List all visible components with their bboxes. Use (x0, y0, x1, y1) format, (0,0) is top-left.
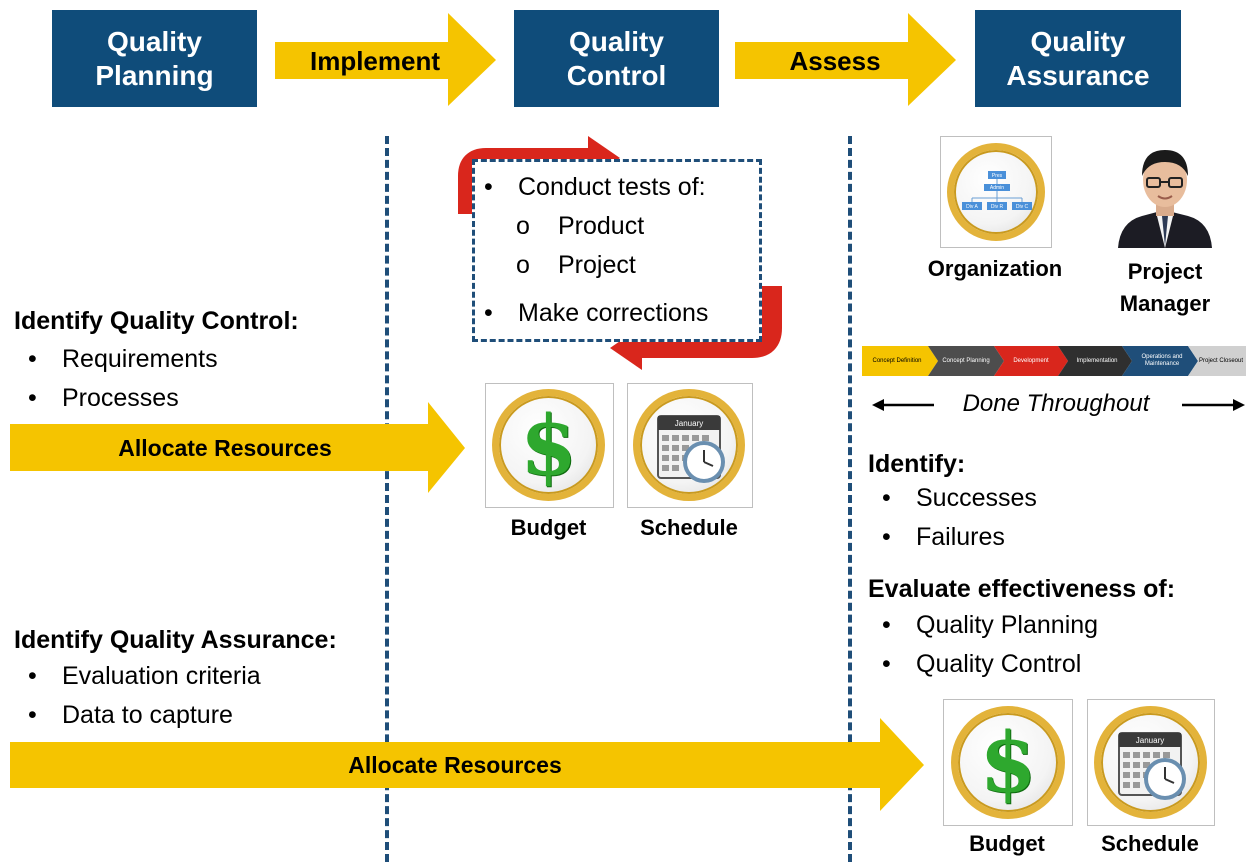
evaluate-heading: Evaluate effectiveness of: (868, 575, 1176, 603)
schedule-coin-icon: January (633, 389, 745, 501)
list-item: Processes (14, 379, 218, 418)
svg-text:Pres: Pres (992, 173, 1003, 179)
dollar-sign-icon: $ (519, 398, 578, 494)
list-item: Make corrections (470, 294, 708, 333)
phase-concept-planning: Concept Planning (942, 357, 990, 364)
identify-qa-list: Evaluation criteria Data to capture (14, 657, 261, 735)
quality-control-line2: Control (566, 59, 667, 91)
divider-control-assurance (848, 136, 852, 862)
phase-development: Development (1013, 357, 1049, 364)
quality-planning-line2: Planning (95, 59, 214, 91)
list-item: Project (510, 246, 644, 285)
identify-heading: Identify: (868, 450, 966, 478)
list-item: Successes (868, 479, 1037, 518)
quality-planning-line1: Quality (107, 25, 202, 57)
phase-project-closeout: Project Closeout (1198, 357, 1244, 364)
qc-corrections-list: Make corrections (470, 294, 708, 333)
calendar-clock-icon: January (657, 415, 725, 483)
calendar-month: January (675, 419, 703, 428)
organization-caption: Organization (927, 256, 1063, 281)
budget-card: $ (485, 383, 614, 508)
project-manager-photo (1112, 140, 1217, 248)
quality-control-line1: Quality (569, 25, 664, 57)
quality-planning-box: Quality Planning (52, 10, 257, 107)
assess-label: Assess (789, 46, 881, 76)
identify-qc-list: Requirements Processes (14, 340, 218, 418)
quality-control-box: Quality Control (514, 10, 719, 107)
budget-caption-assurance: Budget (969, 831, 1045, 856)
done-throughout-arrows (872, 399, 1245, 411)
allocate-resources-arrow-short (10, 402, 465, 493)
svg-text:Admin: Admin (990, 185, 1004, 191)
quality-assurance-line2: Assurance (1006, 59, 1150, 91)
organization-card: Pres Admin Div A Div R Div C (940, 136, 1052, 248)
allocate-resources-arrow-long (10, 718, 924, 811)
budget-card-assurance: $ (943, 699, 1073, 826)
quality-assurance-box: Quality Assurance (975, 10, 1181, 107)
org-chart-icon: Pres Admin Div A Div R Div C (962, 171, 1032, 210)
schedule-card-assurance: January (1087, 699, 1215, 826)
list-item: Evaluation criteria (14, 657, 261, 696)
allocate-resources-label-1: Allocate Resources (118, 435, 332, 461)
qc-test-sublist: Product Project (510, 207, 644, 285)
phase-operations-maintenance: Operations and Maintenance (1141, 354, 1183, 367)
schedule-caption-assurance: Schedule (1101, 831, 1199, 856)
calendar-clock-icon: January (1118, 732, 1186, 800)
evaluate-list: Quality Planning Quality Control (868, 606, 1098, 684)
list-item: Data to capture (14, 696, 261, 735)
svg-text:Div R: Div R (991, 204, 1004, 210)
budget-caption: Budget (510, 515, 587, 540)
divider-planning-control (385, 136, 389, 862)
budget-coin-icon: $ (951, 706, 1065, 819)
qc-tests-list: Conduct tests of: (470, 168, 706, 207)
calendar-month: January (1136, 736, 1164, 745)
identify-qc-heading: Identify Quality Control: (14, 307, 299, 335)
schedule-coin-icon: January (1094, 706, 1207, 819)
schedule-caption: Schedule (640, 515, 738, 540)
phase-concept-definition: Concept Definition (872, 357, 922, 364)
list-item: Quality Planning (868, 606, 1098, 645)
organization-coin-icon: Pres Admin Div A Div R Div C (947, 143, 1045, 241)
list-item: Quality Control (868, 645, 1098, 684)
identify-list: Successes Failures (868, 479, 1037, 557)
phase-implementation: Implementation (1076, 357, 1118, 364)
allocate-resources-label-2: Allocate Resources (348, 752, 562, 778)
project-manager-line1: Project (1127, 259, 1203, 284)
budget-coin-icon: $ (492, 389, 605, 501)
project-manager-line2: Manager (1119, 291, 1211, 316)
identify-qa-heading: Identify Quality Assurance: (14, 626, 337, 654)
project-lifecycle-bar (862, 346, 1246, 376)
dollar-sign-icon: $ (979, 715, 1037, 811)
assess-arrow (735, 13, 956, 106)
implement-label: Implement (309, 46, 441, 76)
quality-assurance-line1: Quality (1030, 25, 1126, 57)
svg-text:Div A: Div A (966, 204, 978, 210)
list-item: Conduct tests of: (470, 168, 706, 207)
list-item: Product (510, 207, 644, 246)
list-item: Failures (868, 518, 1037, 557)
done-throughout-label: Done Throughout (962, 390, 1150, 417)
svg-text:Div C: Div C (1016, 204, 1029, 210)
list-item: Requirements (14, 340, 218, 379)
implement-arrow (275, 13, 496, 106)
project-manager-caption: Project Manager (1095, 256, 1235, 320)
schedule-card: January (627, 383, 753, 508)
